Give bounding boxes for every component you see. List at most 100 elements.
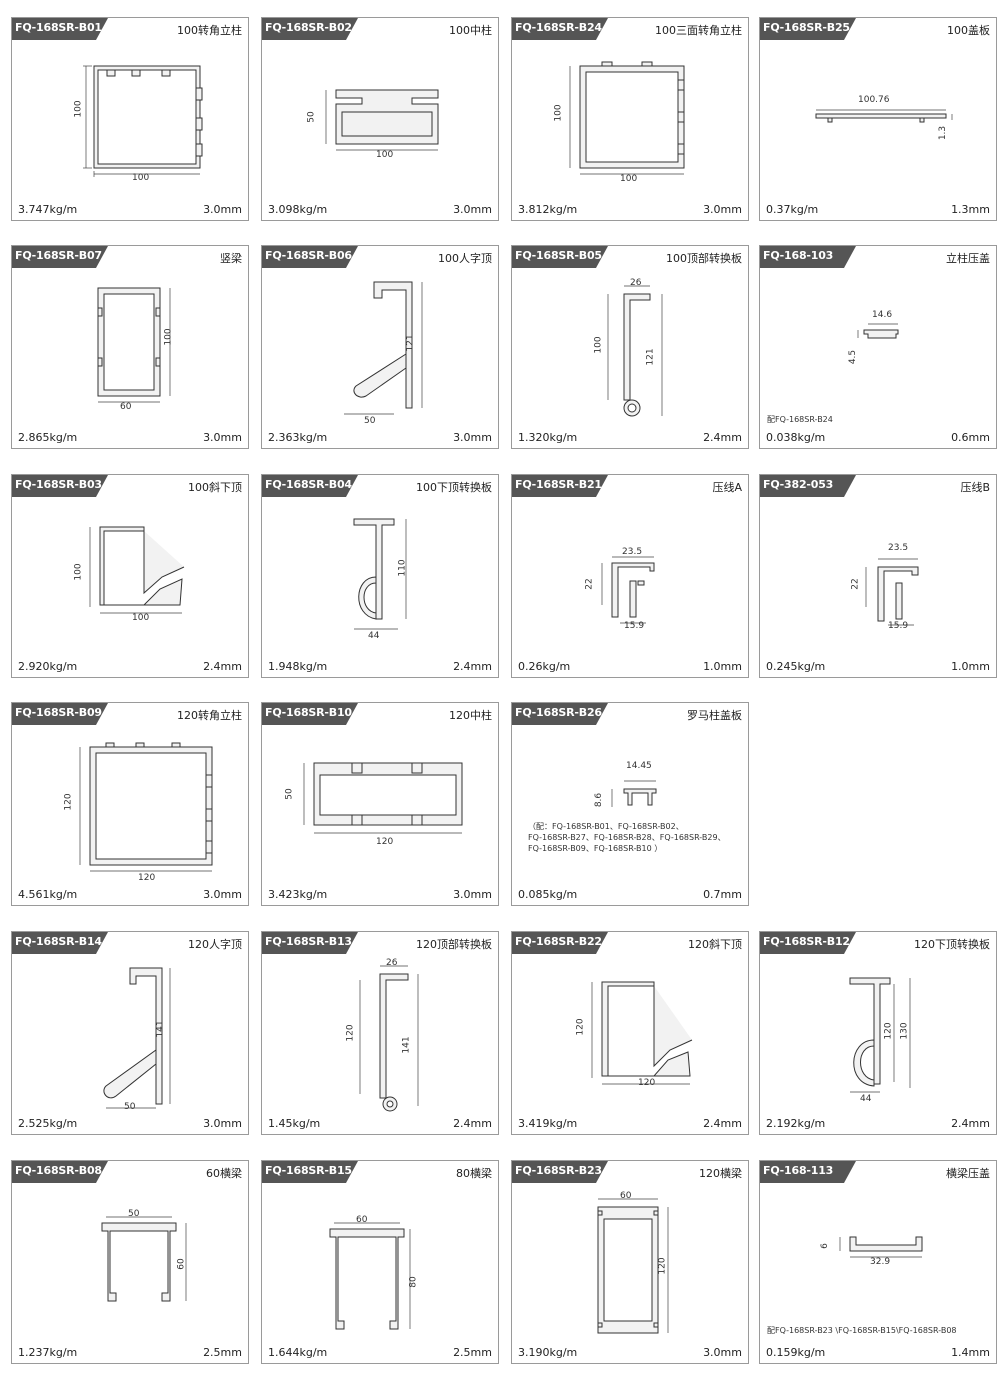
product-code: FQ-168SR-B02 [265,21,352,34]
product-card: FQ-168SR-B06 100人字顶 121 50 2.363kg/m 3.0… [261,245,499,449]
profile-drawing [601,556,655,624]
code-tag: FQ-168SR-B24 [512,18,608,40]
product-card: FQ-168SR-B12 120下顶转换板 120 130 44 2.192kg… [759,931,997,1135]
dim-label: 100 [376,150,394,160]
dim-label: 23.5 [888,543,909,553]
code-tag: FQ-168SR-B22 [512,932,608,954]
code-tag: FQ-168SR-B08 [12,1161,108,1183]
profile-drawing [569,61,685,175]
product-code: FQ-168SR-B12 [763,935,850,948]
product-card: FQ-168-103 立柱压盖 14.6 4.5 配FQ-168SR-B24 0… [759,245,997,449]
dim-label: 121 [645,348,656,366]
product-code: FQ-168SR-B13 [265,935,352,948]
weight-label: 0.038kg/m [766,431,826,444]
profile-drawing [303,762,463,834]
product-code: FQ-168SR-B23 [515,1164,602,1177]
code-tag: FQ-168SR-B09 [12,703,108,725]
code-tag: FQ-168SR-B07 [12,246,108,268]
product-card: FQ-168SR-B08 60横梁 50 60 1.237kg/m 2.5mm [11,1160,249,1364]
product-code: FQ-168SR-B26 [515,706,602,719]
product-card: FQ-168SR-B26 罗马柱盖板 14.45 8.6 （配：FQ-168SR… [511,702,749,906]
compat-note: （配：FQ-168SR-B01、FQ-168SR-B02、 FQ-168SR-B… [528,822,726,853]
dim-label: 60 [620,1191,632,1201]
weight-label: 0.245kg/m [766,660,826,673]
product-card: FQ-168SR-B07 竖梁 100 60 2.865kg/m 3.0mm [11,245,249,449]
code-tag: FQ-168SR-B12 [760,932,856,954]
product-name: 竖梁 [220,252,242,265]
thickness-label: 3.0mm [203,431,242,444]
weight-label: 2.865kg/m [18,431,78,444]
code-tag: FQ-168-103 [760,246,856,268]
code-tag: FQ-168SR-B01 [12,18,108,40]
weight-label: 3.190kg/m [518,1346,578,1359]
product-name: 120下顶转换板 [914,938,990,951]
weight-label: 0.37kg/m [766,203,819,216]
dim-label: 110 [397,559,408,577]
dim-label: 120 [376,837,394,847]
weight-label: 0.159kg/m [766,1346,826,1359]
profile-drawing [101,1216,187,1302]
thickness-label: 3.0mm [703,203,742,216]
weight-label: 0.085kg/m [518,888,578,901]
code-tag: FQ-168SR-B13 [262,932,358,954]
dim-label: 26 [630,278,642,288]
dim-label: 100 [593,336,604,354]
dim-label: 121 [405,334,416,352]
weight-label: 3.098kg/m [268,203,328,216]
product-code: FQ-168SR-B21 [515,478,602,491]
product-card: FQ-168SR-B14 120人字顶 141 50 2.525kg/m 3.0… [11,931,249,1135]
product-code: FQ-168SR-B25 [763,21,850,34]
dim-label: 6 [819,1243,830,1249]
dim-label: 32.9 [870,1257,891,1267]
thickness-label: 3.0mm [203,1117,242,1130]
dim-label: 120 [575,1018,586,1036]
dim-label: 14.6 [872,310,893,320]
weight-label: 3.747kg/m [18,203,78,216]
compat-note: 配FQ-168SR-B24 [767,415,833,424]
thickness-label: 2.4mm [453,1117,492,1130]
profile-drawing [857,323,899,339]
profile-drawing [849,977,911,1093]
dim-label: 8.6 [594,792,605,808]
profile-drawing [359,965,419,1112]
dim-label: 50 [306,111,317,123]
thickness-label: 0.7mm [703,888,742,901]
weight-label: 3.423kg/m [268,888,328,901]
product-code: FQ-168-113 [763,1164,834,1177]
thickness-label: 3.0mm [203,888,242,901]
product-card: FQ-168SR-B09 120转角立柱 120 120 4.561kg/m 3… [11,702,249,906]
product-code: FQ-168SR-B10 [265,706,352,719]
dim-label: 100.76 [858,95,890,105]
product-code: FQ-168SR-B15 [265,1164,352,1177]
code-tag: FQ-168SR-B06 [262,246,358,268]
product-name: 100三面转角立柱 [655,24,742,37]
code-tag: FQ-168SR-B03 [12,475,108,497]
code-tag: FQ-168-113 [760,1161,856,1183]
dim-label: 100 [620,174,638,184]
thickness-label: 3.0mm [703,1346,742,1359]
dim-label: 50 [128,1209,140,1219]
weight-label: 1.644kg/m [268,1346,328,1359]
dim-label: 60 [176,1258,187,1270]
weight-label: 2.192kg/m [766,1117,826,1130]
product-name: 100转角立柱 [177,24,242,37]
thickness-label: 2.5mm [203,1346,242,1359]
product-name: 100中柱 [449,24,492,37]
weight-label: 4.561kg/m [18,888,78,901]
profile-drawing [329,1222,411,1330]
product-name: 120中柱 [449,709,492,722]
profile-drawing [865,558,919,626]
dim-label: 26 [386,958,398,968]
dim-label: 120 [138,873,156,883]
product-card: FQ-168SR-B15 80横梁 60 80 1.644kg/m 2.5mm [261,1160,499,1364]
code-tag: FQ-168SR-B25 [760,18,856,40]
product-code: FQ-168SR-B07 [15,249,102,262]
weight-label: 1.320kg/m [518,431,578,444]
dim-label: 4.5 [848,349,859,365]
thickness-label: 2.4mm [703,1117,742,1130]
weight-label: 2.363kg/m [268,431,328,444]
dim-label: 15.9 [624,621,645,631]
product-card: FQ-382-053 压线B 23.5 22 15.9 0.245kg/m 1.… [759,474,997,678]
product-card: FQ-168SR-B02 100中柱 50 100 3.098kg/m 3.0m… [261,17,499,221]
thickness-label: 3.0mm [453,431,492,444]
